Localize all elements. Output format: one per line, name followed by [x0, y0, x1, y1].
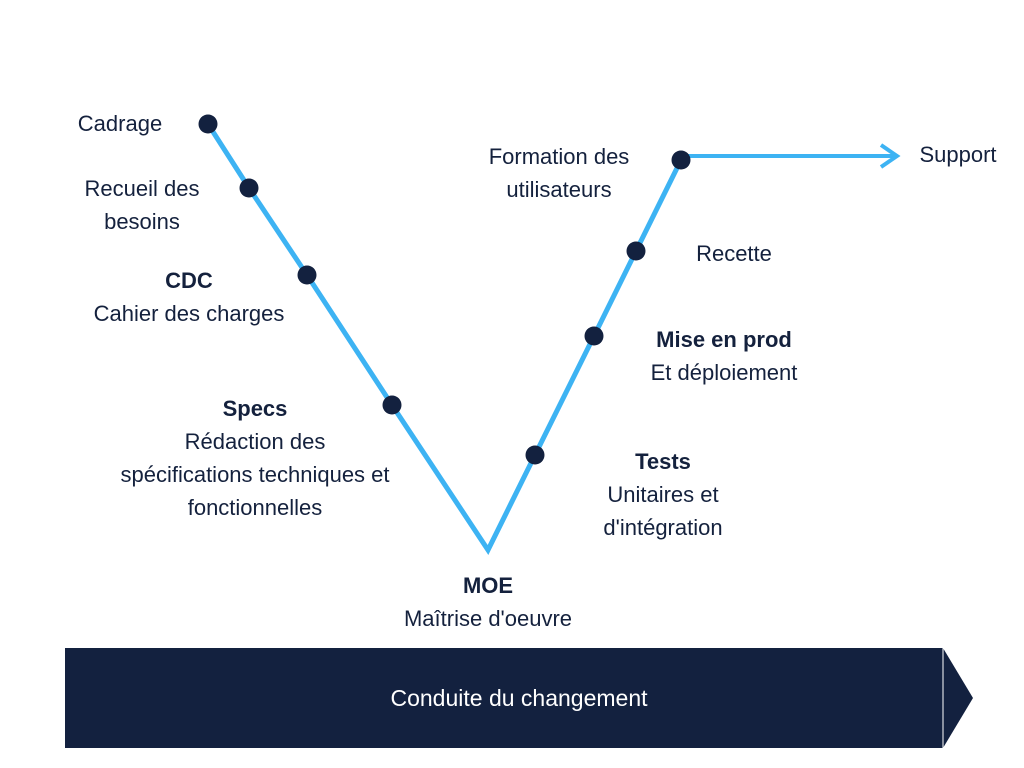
label-cdc: CDC Cahier des charges — [69, 264, 309, 330]
label-tests-title: Tests — [635, 449, 691, 474]
milestone-dot-tests — [525, 445, 545, 465]
label-formation: Formation des utilisateurs — [469, 140, 649, 206]
label-moe-title: MOE — [462, 573, 514, 598]
label-mise-en-prod-title: Mise en prod — [656, 327, 792, 352]
milestone-dot-specs — [382, 395, 402, 415]
milestone-dot-recueil — [239, 178, 259, 198]
label-cdc-desc: Cahier des charges — [93, 301, 285, 326]
label-moe-desc: Maîtrise d'oeuvre — [403, 606, 573, 631]
label-recette: Recette — [674, 237, 794, 270]
label-specs-title: Specs — [222, 396, 288, 421]
label-recueil-des-besoins: Recueil des besoins — [62, 172, 222, 238]
milestone-dot-mise-en-prod — [584, 326, 604, 346]
label-mise-en-prod: Mise en prod Et déploiement — [629, 323, 819, 389]
label-tests-desc: Unitaires et d'intégration — [603, 482, 723, 540]
label-specs-desc: Rédaction des spécifications techniques … — [120, 429, 390, 520]
milestone-dot-formation — [671, 150, 691, 170]
support-arrow-head — [879, 143, 901, 169]
label-support-text: Support — [919, 142, 997, 167]
change-management-banner — [65, 648, 973, 748]
label-moe: MOE Maîtrise d'oeuvre — [378, 569, 598, 635]
label-specs: Specs Rédaction des spécifications techn… — [100, 392, 410, 524]
milestone-dot-cdc — [297, 265, 317, 285]
label-formation-text: Formation des utilisateurs — [488, 144, 630, 202]
label-recette-text: Recette — [696, 241, 772, 266]
label-support: Support — [908, 138, 1008, 171]
label-cadrage: Cadrage — [60, 107, 180, 140]
label-cdc-title: CDC — [165, 268, 213, 293]
label-recueil-text: Recueil des besoins — [84, 176, 200, 234]
label-cadrage-text: Cadrage — [77, 111, 163, 136]
v-cycle-line — [205, 122, 684, 556]
label-mise-en-prod-desc: Et déploiement — [650, 360, 798, 385]
milestone-dot-recette — [626, 241, 646, 261]
banner-label: Conduite du changement — [390, 685, 648, 711]
milestone-dot-cadrage — [198, 114, 218, 134]
label-tests: Tests Unitaires et d'intégration — [583, 445, 743, 544]
